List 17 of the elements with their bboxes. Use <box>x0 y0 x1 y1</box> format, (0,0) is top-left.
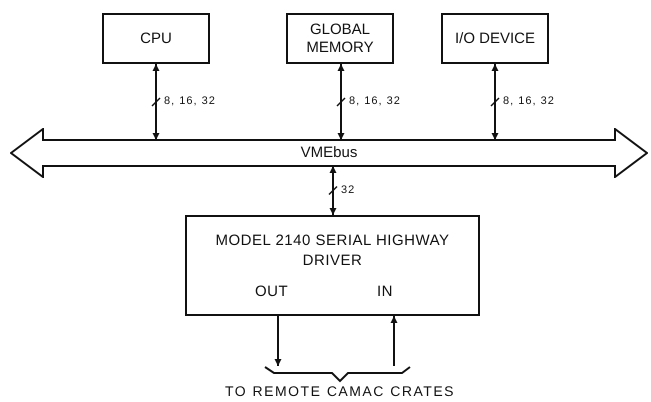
device-label: CPU <box>140 30 172 48</box>
port-label: OUT <box>255 282 288 302</box>
port-label: IN <box>377 282 393 302</box>
edge-label: 32 <box>341 184 356 196</box>
device-label: I/O DEVICE <box>454 30 536 48</box>
device-box <box>441 13 549 64</box>
bus-label: VMEbus <box>300 144 358 161</box>
edge-label: 8, 16, 32 <box>503 95 555 107</box>
edge-label: 8, 16, 32 <box>164 95 216 107</box>
edge-label: 8, 16, 32 <box>349 95 401 107</box>
driver-title: MODEL 2140 SERIAL HIGHWAY DRIVER <box>214 231 450 270</box>
driver-box <box>185 215 480 316</box>
device-label: GLOBAL MEMORY <box>305 21 375 56</box>
device-box <box>286 13 394 64</box>
destination-label: TO REMOTE CAMAC CRATES <box>224 383 456 399</box>
bus-arrow <box>10 128 648 178</box>
device-box <box>102 13 210 64</box>
